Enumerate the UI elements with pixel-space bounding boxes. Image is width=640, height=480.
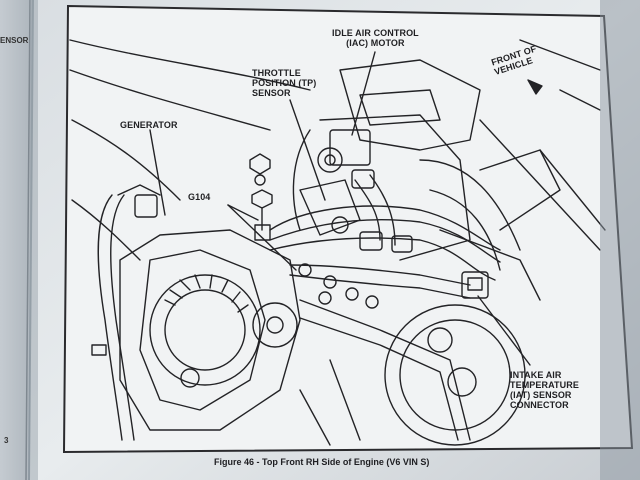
generator-label: GENERATOR [120, 120, 178, 130]
tp-label-line-1: THROTTLE [252, 68, 301, 78]
g104-label: G104 [188, 192, 210, 202]
tp-sensor-label: THROTTLE POSITION (TP) SENSOR [252, 68, 316, 98]
iac-label-line-2: (IAC) MOTOR [346, 38, 405, 48]
iac-motor-label: IDLE AIR CONTROL (IAC) MOTOR [332, 28, 419, 48]
g104-label-text: G104 [188, 192, 211, 202]
left-page [0, 0, 32, 480]
iac-label-line-1: IDLE AIR CONTROL [332, 28, 419, 38]
tp-label-line-3: SENSOR [252, 88, 291, 98]
iat-label-line-3: (IAT) SENSOR [510, 390, 572, 400]
generator-label-text: GENERATOR [120, 120, 178, 130]
iat-label-line-4: CONNECTOR [510, 400, 569, 410]
tp-label-line-2: POSITION (TP) [252, 78, 317, 88]
left-page-fragment-top: ENSOR [0, 36, 29, 45]
figure-caption: Figure 46 - Top Front RH Side of Engine … [214, 457, 430, 467]
iat-label-line-2: TEMPERATURE [510, 380, 579, 390]
left-page-fragment-bottom: 3 [4, 436, 9, 445]
iat-label-line-1: INTAKE AIR [510, 370, 562, 380]
iat-connector-label: INTAKE AIR TEMPERATURE (IAT) SENSOR CONN… [510, 370, 579, 410]
